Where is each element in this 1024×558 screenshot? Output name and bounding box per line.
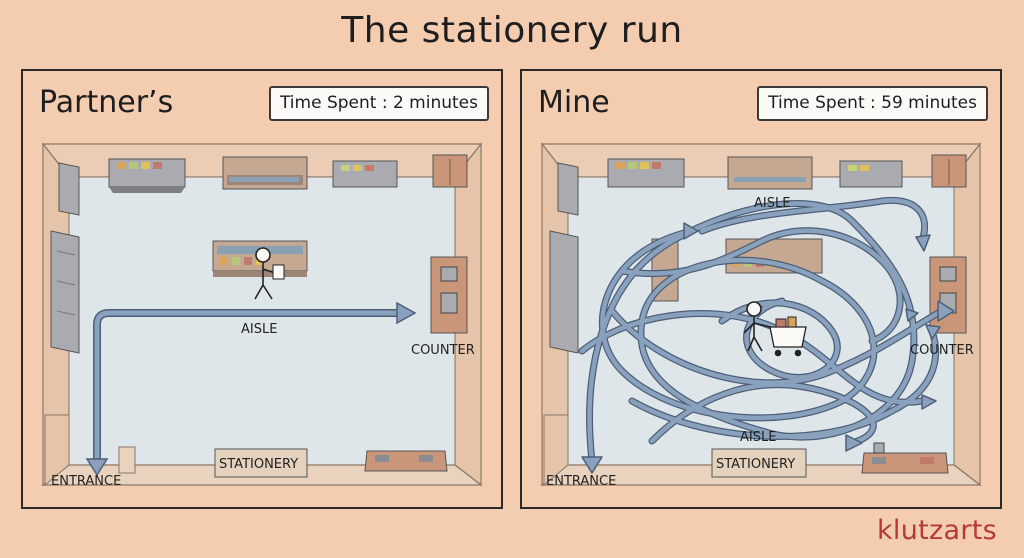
checkout-display: [861, 442, 949, 474]
bottom-right-display: [364, 450, 448, 472]
mine-stick-figure-with-cart: [743, 301, 807, 357]
top-shelf-1: [108, 158, 186, 193]
top-shelf-3: [839, 160, 903, 188]
top-cabinet: [931, 154, 967, 188]
entrance-label: ENTRANCE: [546, 474, 616, 489]
entrance-door: [543, 414, 569, 487]
left-wall-shelf-1: [58, 162, 80, 216]
stationery-label: STATIONERY: [219, 457, 298, 472]
partner-panel: AISLE COUNTER ENTRANCE STATIONERY Partne…: [21, 69, 503, 509]
partner-direct-path: [85, 301, 417, 477]
mine-panel: AISLE AISLE COUNTER ENTRANCE STATIONERY …: [520, 69, 1002, 509]
top-shelf-1: [607, 158, 685, 188]
time-spent-box: Time Spent : 2 minutes: [268, 86, 489, 121]
counter: [430, 256, 468, 334]
counter: [929, 256, 967, 334]
mine-wandering-path: [578, 196, 955, 474]
aisle-shelf: [725, 238, 823, 274]
stationery-shelf: [214, 448, 308, 478]
stationery-shelf: [711, 448, 807, 478]
partner-stick-figure: [254, 247, 285, 300]
partner-store-floor-plan: AISLE COUNTER ENTRANCE STATIONERY: [41, 142, 483, 489]
counter-label: COUNTER: [910, 343, 974, 358]
brand-signature: klutzarts: [876, 515, 997, 546]
top-shelf-3: [332, 160, 398, 188]
panel-title: Mine: [538, 85, 610, 120]
time-spent-box: Time Spent : 59 minutes: [757, 86, 988, 121]
comic-title: The stationery run: [341, 10, 683, 51]
stationery-label: STATIONERY: [716, 457, 795, 472]
left-wall-shelves: [549, 162, 579, 354]
left-wall-shelf-2: [50, 230, 80, 354]
counter-label: COUNTER: [411, 343, 475, 358]
mine-store-floor-plan: AISLE AISLE COUNTER ENTRANCE STATIONERY: [540, 142, 982, 489]
top-cabinet: [432, 154, 468, 188]
aisle-label: AISLE: [241, 322, 277, 337]
aisle-bottom-label: AISLE: [740, 430, 776, 445]
top-shelf-2: [222, 156, 308, 190]
entrance-door: [44, 414, 136, 487]
panel-title: Partner’s: [39, 85, 174, 120]
top-shelf-2: [727, 156, 813, 190]
entrance-label: ENTRANCE: [51, 474, 121, 489]
aisle-top-label: AISLE: [754, 196, 790, 211]
